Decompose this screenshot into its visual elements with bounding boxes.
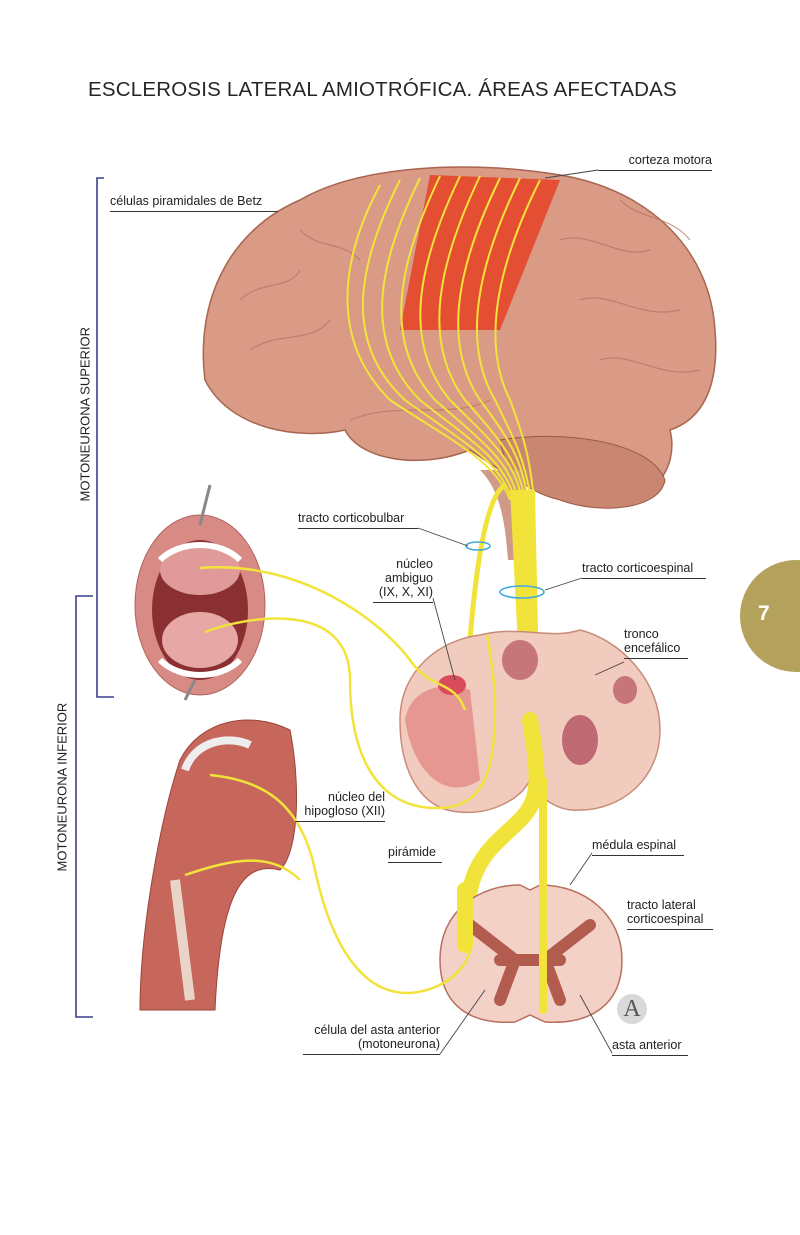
corticospinal-ring	[499, 585, 545, 599]
label-anterior-horn: asta anterior	[612, 1038, 688, 1056]
label-line: ambiguo	[385, 571, 433, 585]
label-line: (IX, X, XI)	[378, 585, 433, 599]
label-line: (motoneurona)	[358, 1037, 440, 1051]
peripheral-nerves	[184, 566, 497, 995]
spinal-cord-section	[439, 876, 623, 1024]
page-title: ESCLEROSIS LATERAL AMIOTRÓFICA. ÁREAS AF…	[88, 78, 677, 101]
label-line: núcleo del	[328, 790, 385, 804]
label-line: tracto lateral	[627, 898, 696, 912]
mouth-illustration	[134, 484, 266, 701]
upper-motoneuron-label: MOTONEURONA SUPERIOR	[77, 326, 93, 502]
lower-motoneuron-label: MOTONEURONA INFERIOR	[54, 702, 70, 872]
corticospinal-fibers	[346, 175, 541, 501]
motor-cortex-area	[400, 175, 560, 330]
lower-motoneuron-bracket	[75, 595, 93, 1018]
page-number: 7	[758, 602, 770, 625]
label-lateral-tract: tracto lateral corticoespinal	[627, 898, 713, 930]
label-pyramid: pirámide	[388, 845, 442, 863]
label-motor-cortex: corteza motora	[598, 153, 712, 171]
upper-motoneuron-bracket	[96, 177, 114, 698]
label-ambiguus: núcleo ambiguo (IX, X, XI)	[373, 557, 433, 603]
label-line: encefálico	[624, 641, 681, 655]
label-corticobulbar: tracto corticobulbar	[298, 511, 418, 529]
label-spinal-cord: médula espinal	[592, 838, 684, 856]
label-line: célula del asta anterior	[314, 1023, 440, 1037]
label-betz-cells: células piramidales de Betz	[110, 194, 278, 212]
label-line: núcleo	[396, 557, 433, 571]
corticobulbar-ring	[465, 541, 491, 551]
publisher-seal: A	[617, 994, 647, 1024]
label-line: hipogloso (XII)	[304, 804, 385, 818]
label-line: corticoespinal	[627, 912, 704, 926]
label-corticospinal: tracto corticoespinal	[582, 561, 706, 579]
label-hypoglossal: núcleo del hipogloso (XII)	[295, 790, 385, 822]
label-anterior-horn-cell: célula del asta anterior (motoneurona)	[303, 1023, 440, 1055]
label-line: tronco	[624, 627, 659, 641]
leader-lines	[417, 169, 625, 1055]
label-brainstem: tronco encefálico	[624, 627, 688, 659]
